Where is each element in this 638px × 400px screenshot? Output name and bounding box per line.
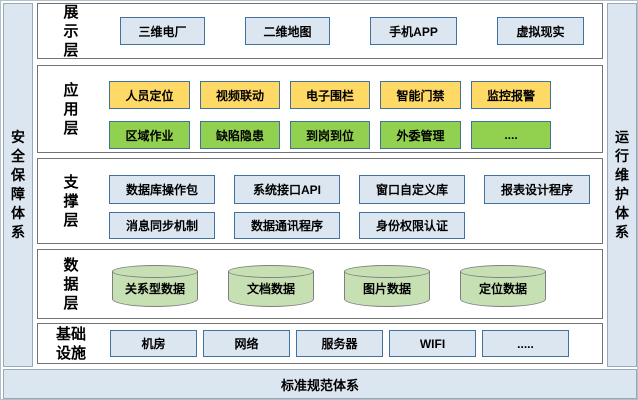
right-band-operation-system: 运行维护体系 <box>607 3 637 367</box>
application-item: 外委管理 <box>380 121 461 149</box>
support-item: 身份权限认证 <box>359 212 465 239</box>
infrastructure-item: ..... <box>482 330 569 357</box>
presentation-row: 三维电厂 二维地图 手机APP 虚拟现实 <box>120 17 584 45</box>
data-row: 关系型数据 文档数据 图片数据 定位数据 <box>112 265 546 307</box>
database-cylinder: 图片数据 <box>344 265 430 307</box>
infrastructure-item: WIFI <box>389 330 476 357</box>
support-item: 数据通讯程序 <box>234 212 340 239</box>
support-row-1: 数据库操作包 系统接口API 窗口自定义库 报表设计程序 <box>109 175 590 204</box>
support-item: 系统接口API <box>234 175 340 204</box>
infrastructure-item: 服务器 <box>296 330 383 357</box>
application-item: 区域作业 <box>109 121 190 149</box>
database-cylinder: 文档数据 <box>228 265 314 307</box>
application-item: 缺陷隐患 <box>200 121 280 149</box>
application-layer: 应用层 人员定位 视频联动 电子围栏 智能门禁 监控报警 区域作业 缺陷隐患 到… <box>37 65 603 153</box>
presentation-item: 虚拟现实 <box>497 17 584 45</box>
support-row-2: 消息同步机制 数据通讯程序 身份权限认证 <box>109 212 465 239</box>
support-item: 窗口自定义库 <box>359 175 465 204</box>
database-cylinder: 定位数据 <box>460 265 546 307</box>
support-layer-label: 支撑层 <box>63 173 79 229</box>
cylinder-cap <box>344 265 430 278</box>
infrastructure-item: 机房 <box>110 330 197 357</box>
application-item: .... <box>471 121 551 149</box>
presentation-layer-label: 展示层 <box>63 3 79 59</box>
support-layer: 支撑层 数据库操作包 系统接口API 窗口自定义库 报表设计程序 消息同步机制 … <box>37 158 603 244</box>
support-item: 报表设计程序 <box>484 175 590 204</box>
application-item: 到岗到位 <box>290 121 370 149</box>
right-band-label: 运行维护体系 <box>615 129 629 240</box>
data-layer-label: 数据层 <box>63 256 79 312</box>
infrastructure-row: 机房 网络 服务器 WIFI ..... <box>110 330 569 357</box>
infrastructure-item: 网络 <box>203 330 290 357</box>
left-band-label: 安全保障体系 <box>11 129 25 240</box>
application-item: 监控报警 <box>471 81 551 109</box>
cylinder-cap <box>112 265 198 278</box>
infrastructure-layer-label: 基础设施 <box>55 325 86 362</box>
presentation-item: 手机APP <box>370 17 457 45</box>
infrastructure-layer: 基础设施 机房 网络 服务器 WIFI ..... <box>37 323 603 364</box>
presentation-item: 三维电厂 <box>120 17 205 45</box>
left-band-security-system: 安全保障体系 <box>3 3 33 367</box>
database-cylinder: 关系型数据 <box>112 265 198 307</box>
application-item: 人员定位 <box>109 81 190 109</box>
support-item: 数据库操作包 <box>109 175 215 204</box>
application-item: 电子围栏 <box>290 81 370 109</box>
presentation-layer: 展示层 三维电厂 二维地图 手机APP 虚拟现实 <box>37 3 603 59</box>
support-item: 消息同步机制 <box>109 212 215 239</box>
bottom-band-label: 标准规范体系 <box>280 377 359 393</box>
application-row-2: 区域作业 缺陷隐患 到岗到位 外委管理 .... <box>109 121 551 149</box>
application-item: 智能门禁 <box>380 81 461 109</box>
bottom-band-standard-system: 标准规范体系 <box>3 369 637 399</box>
data-layer: 数据层 关系型数据 文档数据 图片数据 定位数据 <box>37 249 603 319</box>
cylinder-cap <box>460 265 546 278</box>
presentation-item: 二维地图 <box>245 17 330 45</box>
cylinder-cap <box>228 265 314 278</box>
application-item: 视频联动 <box>200 81 280 109</box>
application-layer-label: 应用层 <box>63 81 79 137</box>
application-row-1: 人员定位 视频联动 电子围栏 智能门禁 监控报警 <box>109 81 551 109</box>
